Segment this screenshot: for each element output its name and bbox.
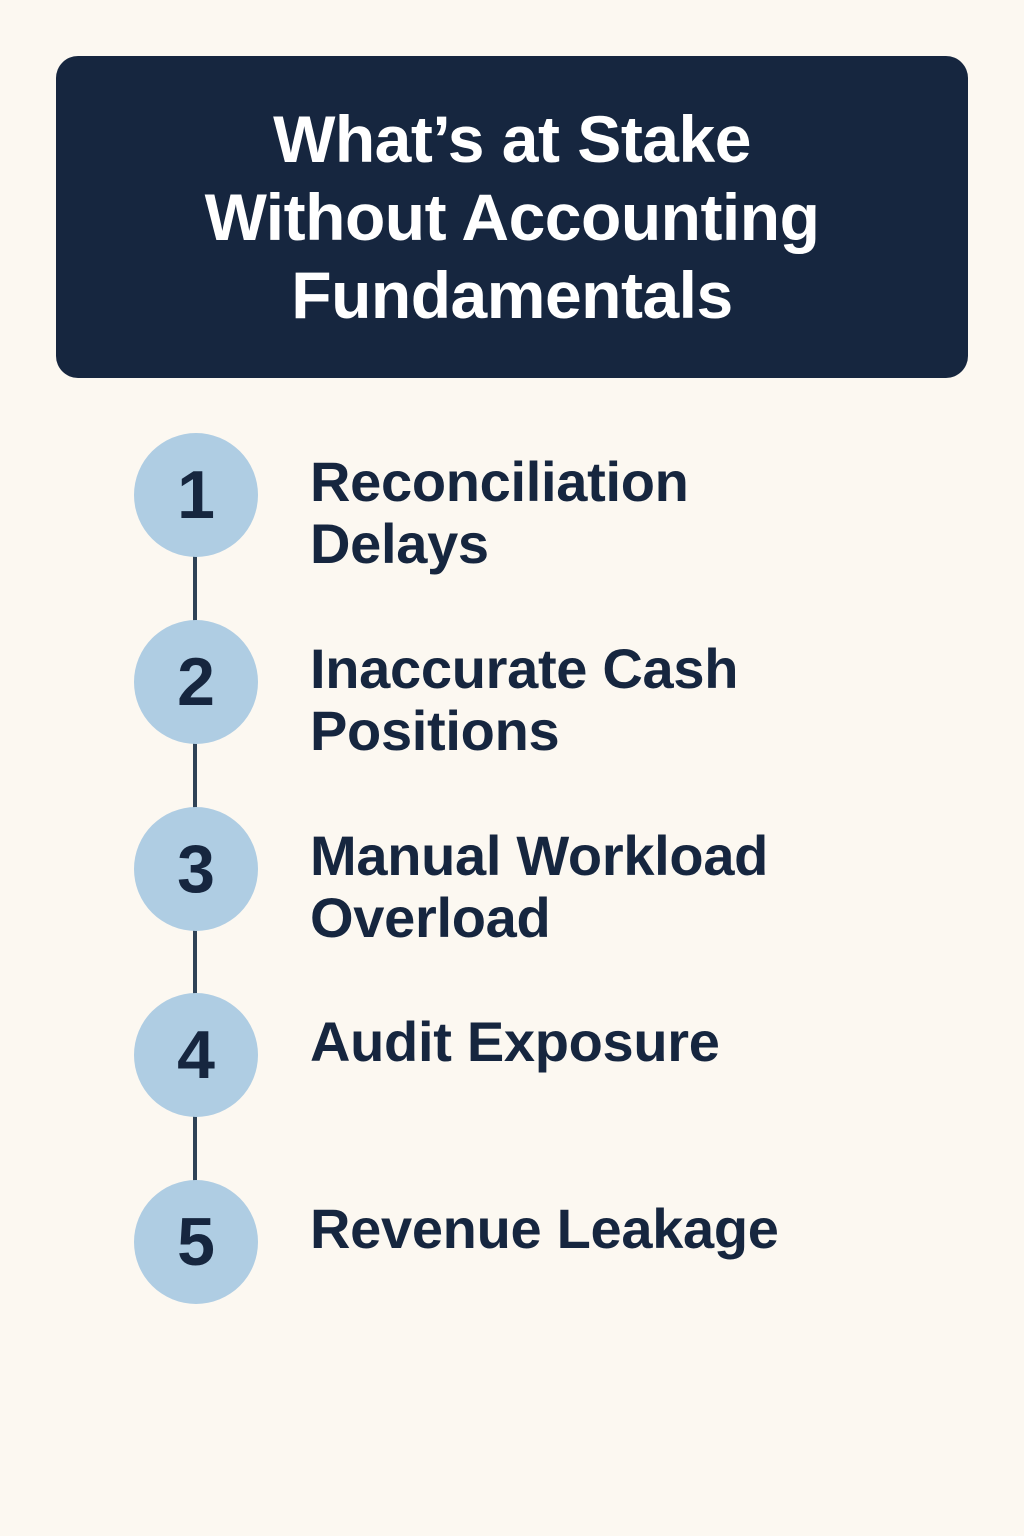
step-label: Reconciliation Delays bbox=[310, 451, 890, 575]
step-label-line: Positions bbox=[310, 699, 560, 762]
step-label-line: Delays bbox=[310, 512, 489, 575]
step-label-line: Manual Workload bbox=[310, 824, 769, 887]
step-label-line: Overload bbox=[310, 886, 551, 949]
step-label: Audit Exposure bbox=[310, 1011, 890, 1073]
step-label-line: Inaccurate Cash bbox=[310, 637, 739, 700]
step-inaccurate-cash-positions: 2 Inaccurate Cash Positions bbox=[134, 620, 894, 762]
step-number-badge: 5 bbox=[134, 1180, 258, 1304]
step-number-badge: 1 bbox=[134, 433, 258, 557]
step-revenue-leakage: 5 Revenue Leakage bbox=[134, 1180, 894, 1304]
step-label-line: Reconciliation bbox=[310, 450, 689, 513]
step-audit-exposure: 4 Audit Exposure bbox=[134, 993, 894, 1117]
page-title: What’s at Stake Without Accounting Funda… bbox=[205, 100, 820, 334]
title-line: Without Accounting bbox=[204, 180, 820, 254]
title-line: Fundamentals bbox=[291, 258, 733, 332]
header-banner: What’s at Stake Without Accounting Funda… bbox=[56, 56, 968, 378]
step-label: Inaccurate Cash Positions bbox=[310, 638, 890, 762]
step-label-line: Revenue Leakage bbox=[310, 1197, 779, 1260]
step-number-badge: 2 bbox=[134, 620, 258, 744]
step-label: Revenue Leakage bbox=[310, 1198, 890, 1260]
step-reconciliation-delays: 1 Reconciliation Delays bbox=[134, 433, 894, 575]
step-number-badge: 3 bbox=[134, 807, 258, 931]
step-label-line: Audit Exposure bbox=[310, 1010, 720, 1073]
step-label: Manual Workload Overload bbox=[310, 825, 890, 949]
title-line: What’s at Stake bbox=[273, 102, 751, 176]
step-manual-workload-overload: 3 Manual Workload Overload bbox=[134, 807, 894, 949]
step-number-badge: 4 bbox=[134, 993, 258, 1117]
